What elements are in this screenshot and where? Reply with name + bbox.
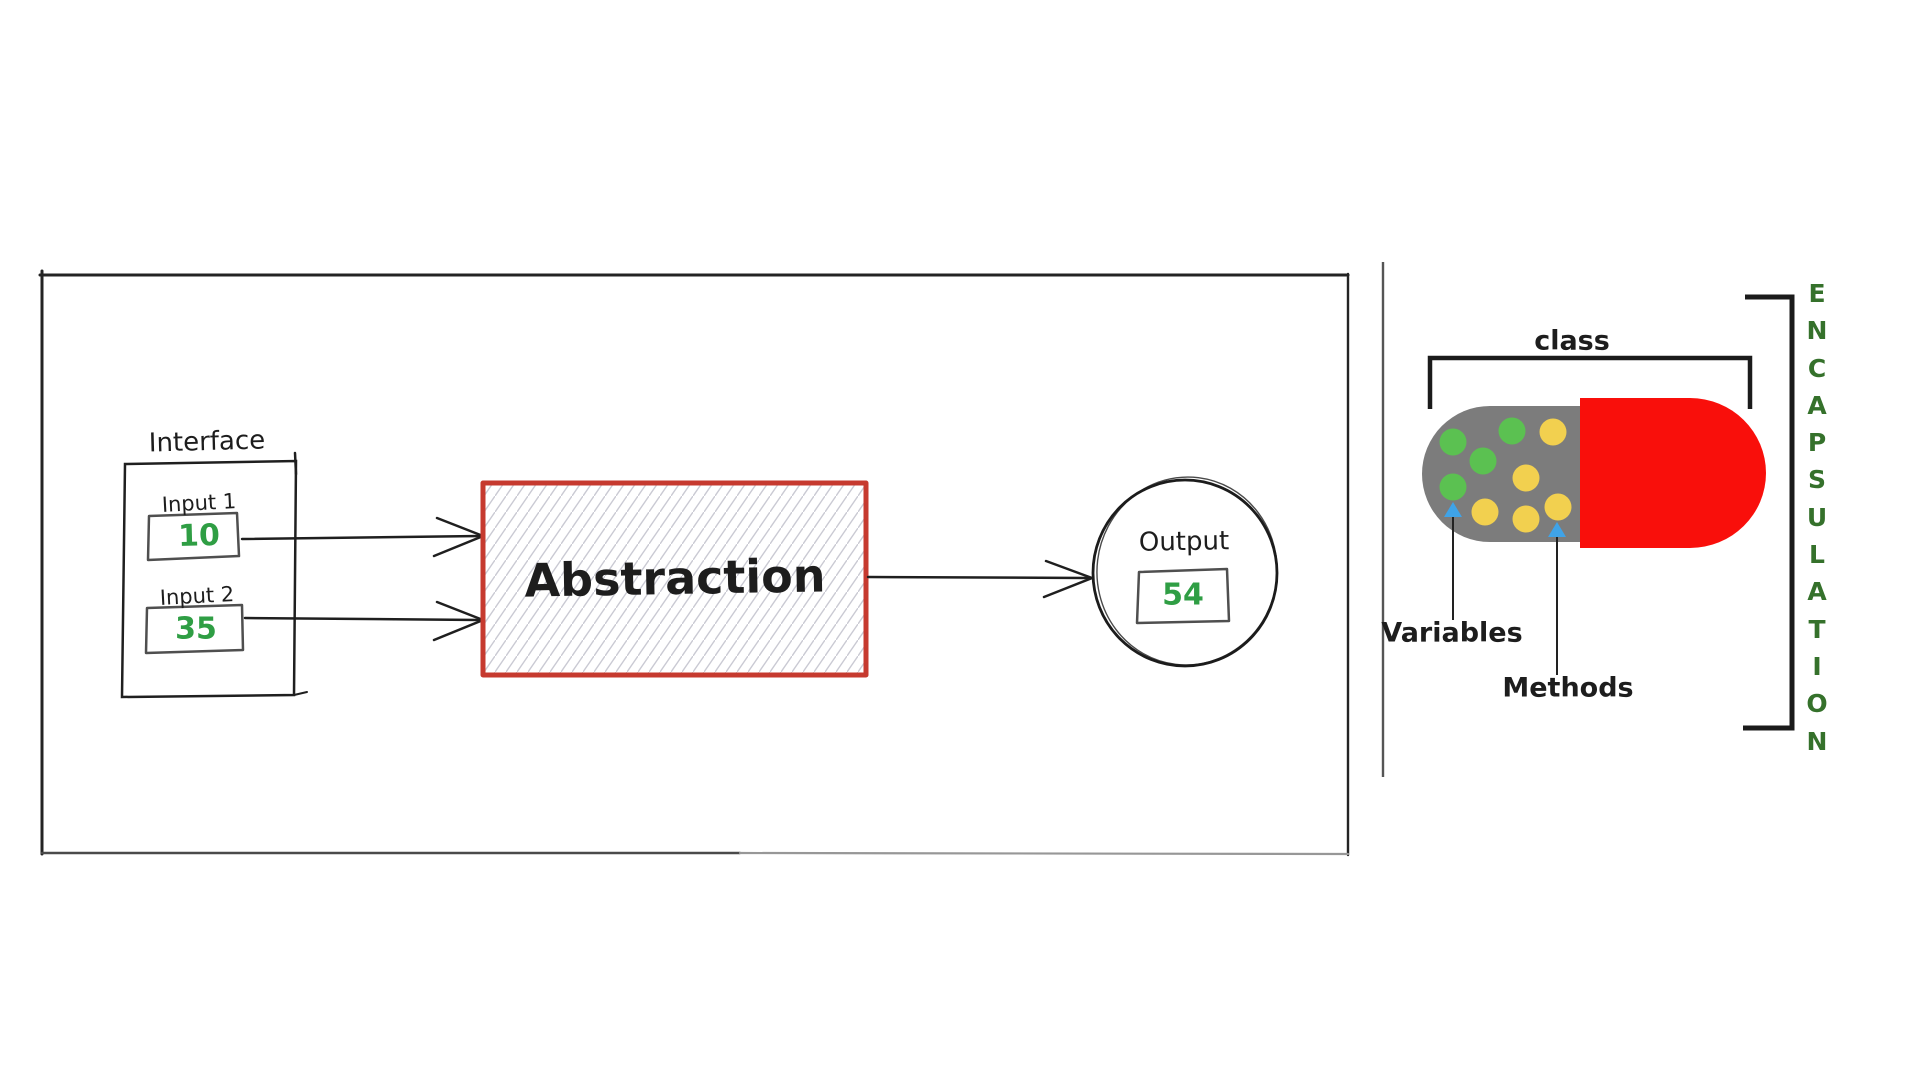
methods-pointer-icon (1548, 522, 1566, 537)
input1-label: Input 1 (161, 489, 237, 517)
encapsulation-letter: I (1812, 651, 1822, 681)
method-dots (1471, 418, 1572, 533)
arrow-input1 (240, 516, 487, 558)
output-value: 54 (1162, 577, 1204, 613)
variables-label: Variables (1381, 617, 1523, 649)
output-value-box (1135, 567, 1231, 625)
arrow-output (866, 559, 1096, 599)
interface-label: Interface (148, 425, 266, 459)
arrow-input2 (243, 600, 487, 642)
encapsulation-letter: O (1806, 689, 1828, 719)
input2-value: 35 (175, 611, 217, 647)
encapsulation-letter: T (1808, 614, 1826, 644)
encapsulation-letter: N (1806, 316, 1828, 346)
output-label: Output (1138, 526, 1230, 558)
class-bracket (1427, 355, 1753, 409)
encapsulation-letter: N (1806, 726, 1828, 756)
encapsulation-letter: A (1807, 577, 1827, 607)
variable-dots (1439, 417, 1526, 501)
class-label: class (1534, 325, 1610, 357)
input2-label: Input 2 (159, 582, 235, 610)
encapsulation-letter: C (1807, 353, 1827, 383)
input2-value-box (144, 603, 245, 655)
abstraction-label: Abstraction (524, 548, 826, 608)
encapsulation-letter: P (1807, 428, 1827, 458)
encapsulation-letter: S (1807, 465, 1826, 495)
encapsulation-letter: E (1808, 279, 1826, 308)
encapsulation-bracket (1743, 294, 1795, 731)
outer-frame (38, 269, 1350, 857)
encapsulation-letter: A (1807, 390, 1827, 420)
abstraction-box (480, 480, 869, 678)
methods-label: Methods (1502, 672, 1634, 704)
encapsulation-letter: U (1806, 502, 1828, 532)
input1-value-box (146, 511, 241, 562)
capsule-red-half (1580, 398, 1766, 548)
interface-box (120, 451, 308, 699)
encapsulation-letter: L (1809, 540, 1825, 570)
variables-pointer-icon (1444, 502, 1462, 517)
input1-value: 10 (177, 517, 221, 555)
